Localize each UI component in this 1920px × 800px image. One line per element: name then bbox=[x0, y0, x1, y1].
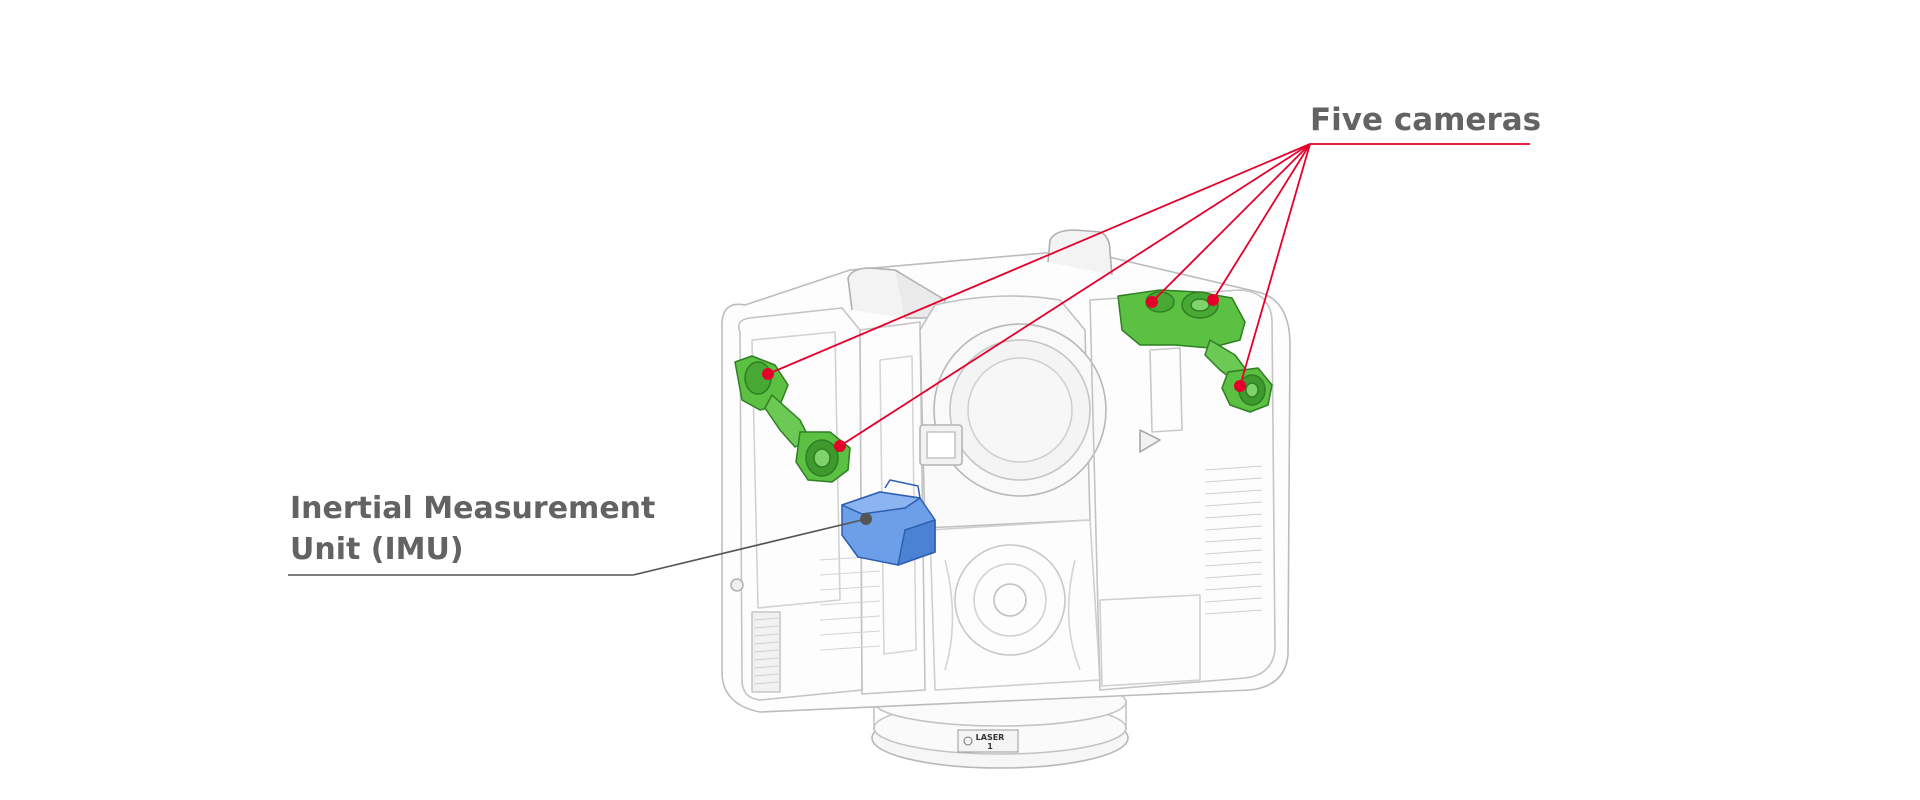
laser-label-line2: 1 bbox=[987, 742, 993, 751]
camera-right-top-assembly bbox=[1117, 289, 1246, 349]
camera-leader-3 bbox=[1151, 143, 1311, 303]
camera-callout-dots bbox=[762, 294, 1246, 452]
imu-label-line2: Unit (IMU) bbox=[290, 532, 464, 567]
laser-warning-label: LASER 1 bbox=[957, 729, 1019, 753]
camera-callout-lines bbox=[767, 143, 1530, 447]
camera-marker-3 bbox=[1146, 296, 1158, 308]
imu-label-line1: Inertial Measurement bbox=[290, 491, 656, 526]
camera-marker-1 bbox=[762, 368, 774, 380]
imu-marker bbox=[860, 513, 872, 525]
camera-marker-2 bbox=[834, 440, 846, 452]
imu-callout bbox=[288, 518, 867, 576]
five-cameras-label: Five cameras bbox=[1310, 102, 1542, 138]
camera-leader-1 bbox=[767, 143, 1311, 375]
camera-leader-4 bbox=[1212, 143, 1311, 301]
imu-leader bbox=[632, 518, 867, 576]
camera-marker-4 bbox=[1207, 294, 1219, 306]
scanner-body bbox=[721, 229, 1291, 769]
camera-leader-2 bbox=[839, 143, 1311, 447]
camera-leader-5 bbox=[1239, 143, 1311, 387]
imu-module bbox=[841, 479, 936, 566]
camera-marker-5 bbox=[1234, 380, 1246, 392]
laser-label-line1: LASER bbox=[976, 733, 1005, 742]
camera-modules bbox=[734, 289, 1273, 483]
imu-label: Inertial Measurement Unit (IMU) bbox=[290, 488, 655, 570]
